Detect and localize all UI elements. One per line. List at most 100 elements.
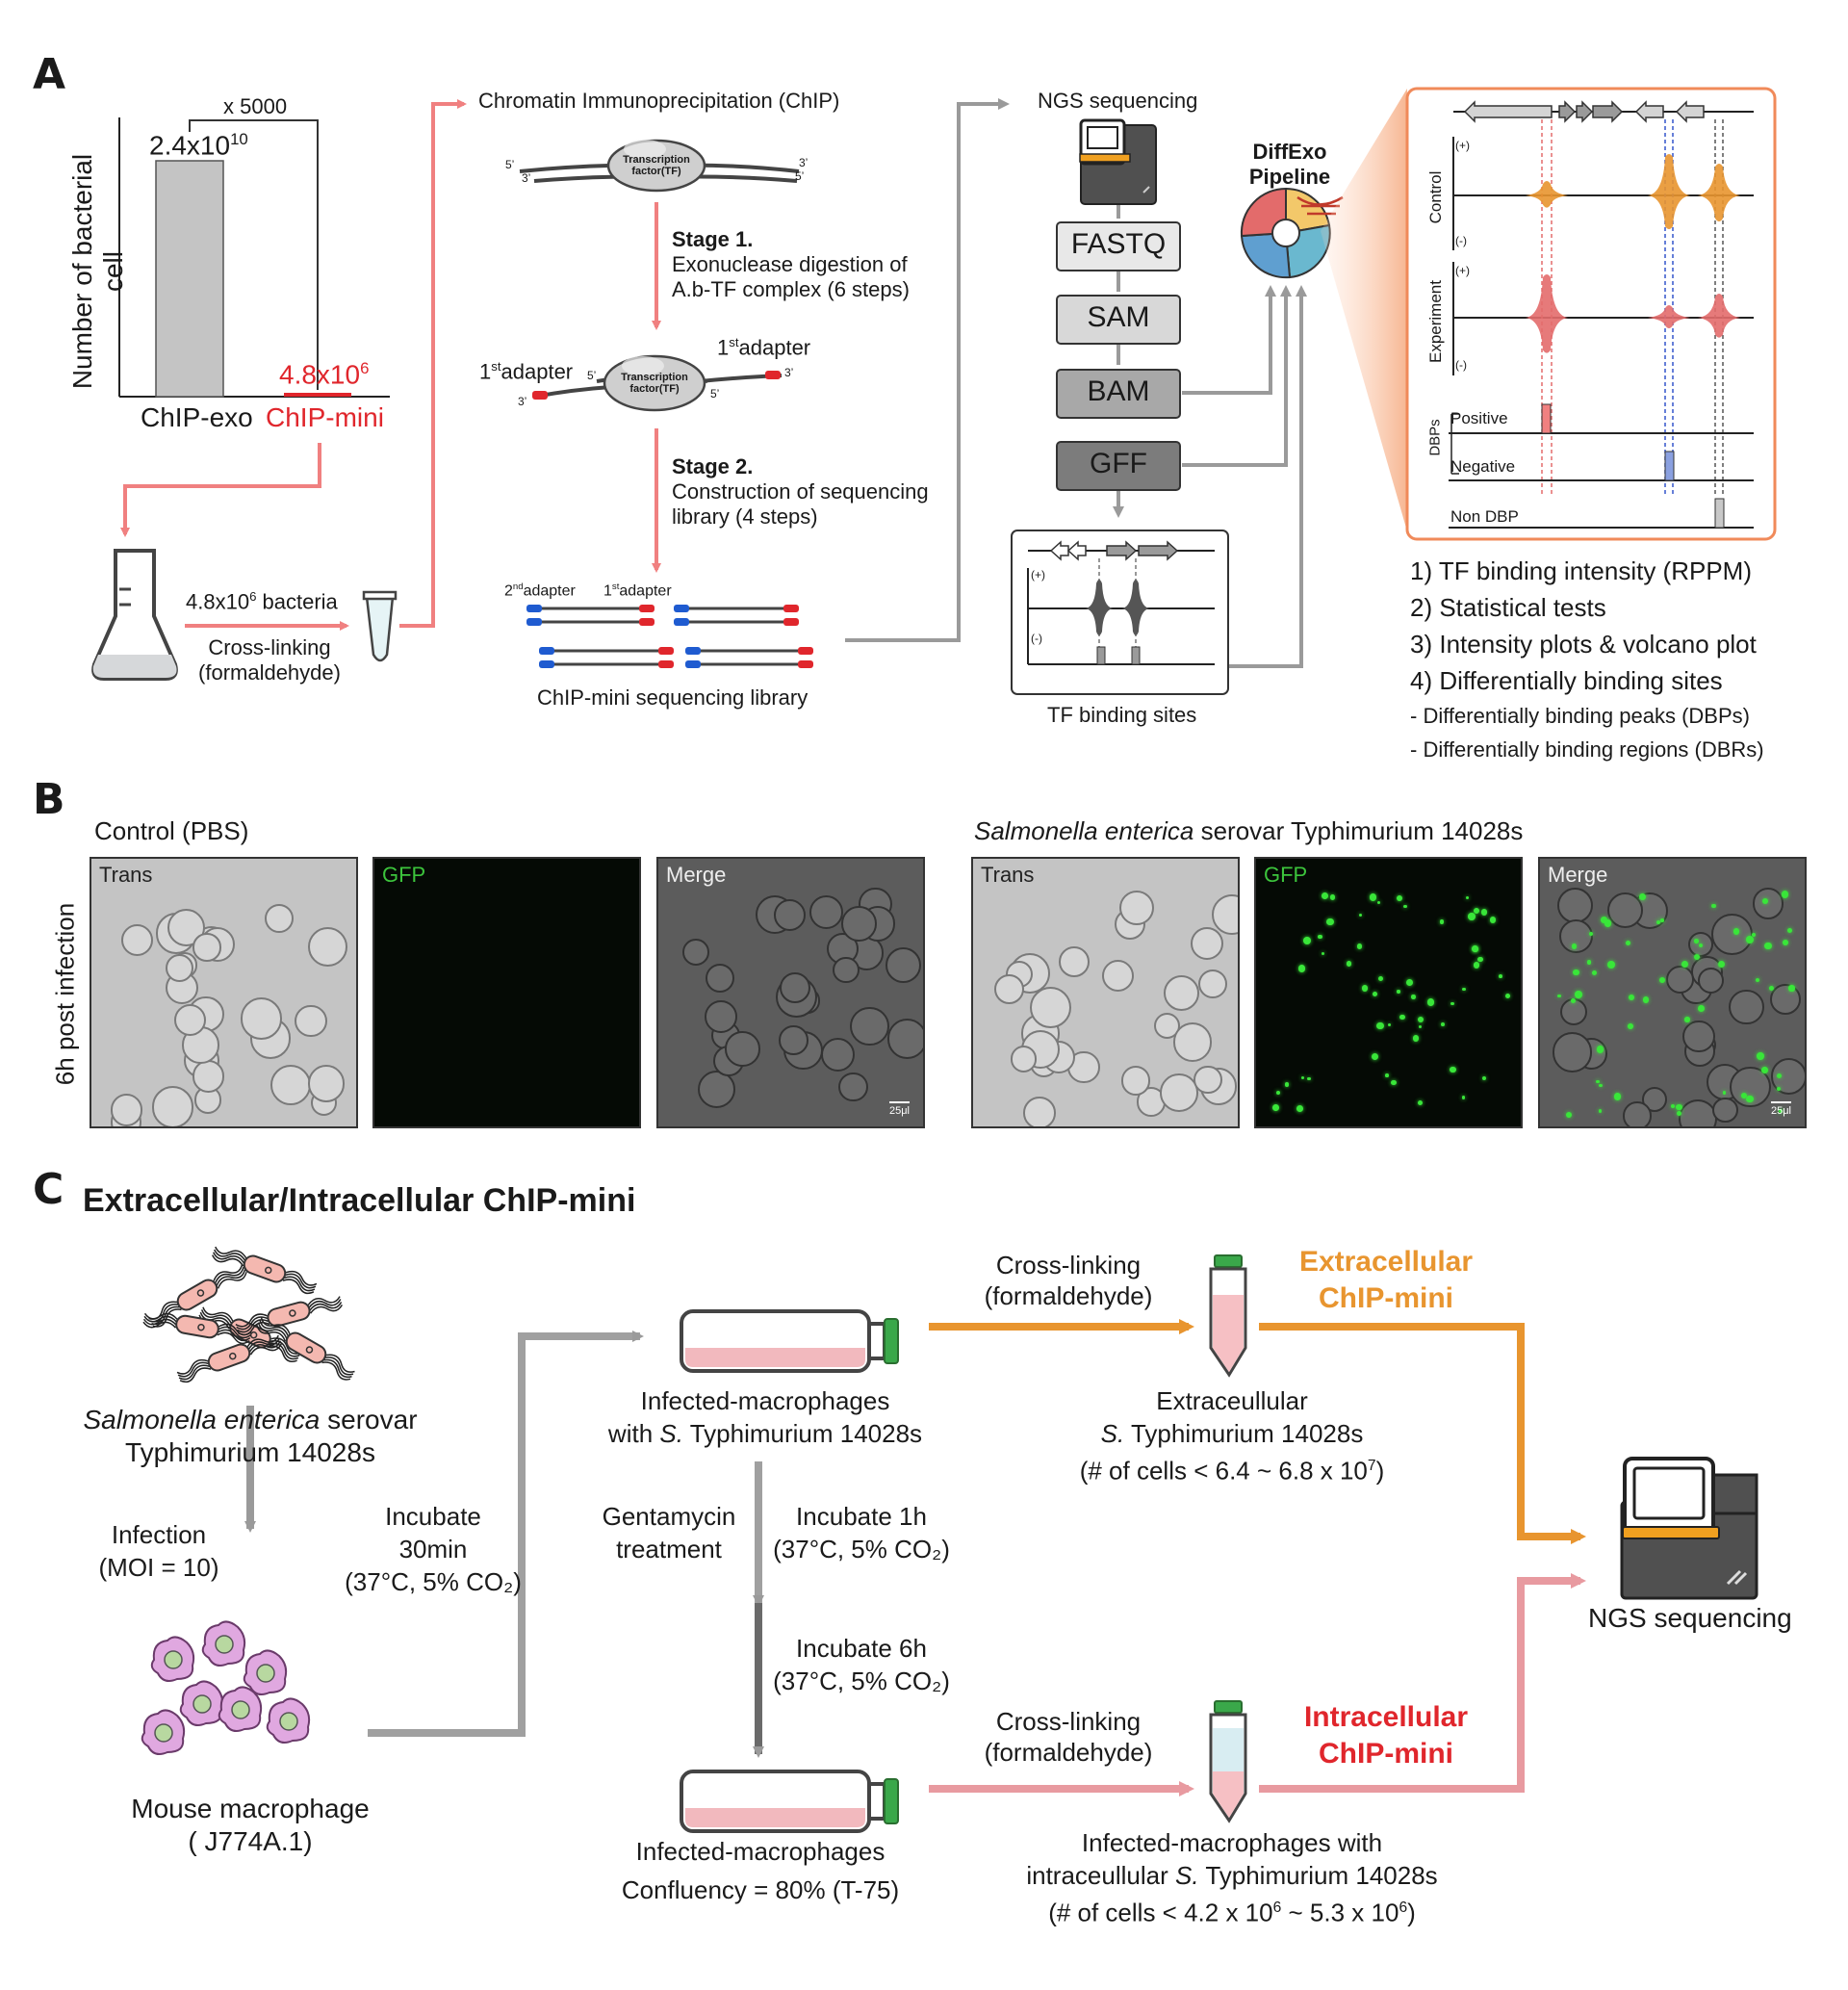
file-box-bam: BAM bbox=[1056, 369, 1181, 419]
flagellum bbox=[214, 1266, 244, 1284]
bacterium-body bbox=[285, 1331, 327, 1364]
macrophage-nucleus bbox=[164, 1650, 183, 1669]
stage2-line2: library (4 steps) bbox=[672, 504, 818, 529]
macrophage-nucleus bbox=[192, 1694, 212, 1714]
flagellum bbox=[283, 1276, 316, 1292]
adapter-1st bbox=[658, 647, 674, 655]
binding-peak bbox=[1526, 274, 1568, 353]
panel-label-c: C bbox=[33, 1165, 64, 1214]
dna-end-5-top: 5’ bbox=[505, 158, 515, 171]
bacterium bbox=[148, 1264, 247, 1328]
ngs-title-a: NGS sequencing bbox=[1038, 89, 1198, 113]
zoom-exp-minus: (-) bbox=[1455, 358, 1467, 372]
bacterium-dot bbox=[305, 1346, 314, 1354]
bar-chip-mini bbox=[284, 393, 351, 397]
adapter-label-left: 1stadapter bbox=[479, 359, 574, 384]
flagellum bbox=[236, 1316, 269, 1331]
gene-arrow bbox=[1066, 540, 1087, 561]
gene-arrow bbox=[1049, 540, 1069, 561]
dna-end-5-middle-right: 5’ bbox=[710, 387, 720, 401]
file-box-fastq: FASTQ bbox=[1056, 221, 1181, 271]
bar-chart-y-label: Number of bacterial cell bbox=[67, 153, 128, 390]
flagellum bbox=[178, 1364, 211, 1381]
grey-arrows-a bbox=[845, 98, 1307, 668]
feature-item: 3) Intensity plots & volcano plot bbox=[1410, 630, 1757, 659]
flagellum bbox=[322, 1358, 352, 1379]
flagellum bbox=[215, 1246, 247, 1259]
chip-title: Chromatin Immunoprecipitation (ChIP) bbox=[478, 89, 840, 113]
tf-sites-plus: (+) bbox=[1031, 568, 1045, 581]
flagellum bbox=[152, 1308, 182, 1328]
flagellum bbox=[325, 1354, 355, 1373]
bacterium-body bbox=[267, 1301, 311, 1328]
row-label-6h: 6h post infection bbox=[50, 902, 80, 1086]
flagellum bbox=[259, 1319, 290, 1337]
incubate6h-label: Incubate 6h(37°C, 5% CO₂) bbox=[773, 1634, 950, 1695]
panel-label-b: B bbox=[33, 775, 65, 824]
dna-end-3-top-right: 3’ bbox=[799, 156, 808, 169]
diffexo-zoom-plot bbox=[1405, 87, 1777, 541]
gene-arrow bbox=[1106, 540, 1138, 561]
flagellum bbox=[218, 1323, 252, 1336]
tf-binding-sites-plot bbox=[1011, 530, 1229, 695]
flagellum bbox=[217, 1331, 250, 1345]
stage1-title: Stage 1. bbox=[672, 227, 754, 251]
adapter-2nd bbox=[685, 647, 701, 655]
gene-arrow bbox=[1634, 100, 1664, 123]
culture-flask-bottom-icon bbox=[680, 1770, 899, 1833]
adapter-2nd bbox=[526, 605, 542, 612]
flagellum bbox=[324, 1357, 354, 1376]
flagellum bbox=[202, 1306, 234, 1322]
zoom-experiment-label: Experiment bbox=[1426, 280, 1445, 363]
adapter-2nd bbox=[685, 660, 701, 668]
flagellum bbox=[309, 1302, 343, 1311]
flagellum bbox=[151, 1305, 181, 1326]
bacteria-count-label: 4.8x106 bacteria bbox=[186, 589, 338, 614]
binding-peak bbox=[1086, 580, 1113, 635]
diffexo-feature-list: 1) TF binding intensity (RPPM) 2) Statis… bbox=[1410, 553, 1764, 766]
bacterium-dot bbox=[196, 1289, 205, 1297]
bacterium bbox=[256, 1317, 355, 1381]
panel-c-arrows bbox=[244, 1319, 1586, 1796]
zoom-negative-label: Negative bbox=[1450, 457, 1516, 476]
image-control-gfp: GFP bbox=[372, 857, 641, 1128]
bacterium bbox=[211, 1246, 318, 1295]
panel-c-title: Extracellular/Intracellular ChIP-mini bbox=[83, 1182, 636, 1219]
flagellum bbox=[248, 1340, 281, 1353]
image-infected-merge: Merge 25μl bbox=[1538, 857, 1807, 1128]
library-label: ChIP-mini sequencing library bbox=[537, 685, 808, 710]
zoom-dbps-label: DBPs bbox=[1426, 419, 1444, 456]
flagellum bbox=[257, 1322, 288, 1340]
diffexo-pie-icon bbox=[1240, 187, 1344, 279]
sequencer-icon-large bbox=[1620, 1457, 1758, 1600]
crosslinking-label-top: Cross-linking(formaldehyde) bbox=[984, 1251, 1153, 1310]
gene-arrow bbox=[1576, 100, 1594, 123]
flagellum bbox=[235, 1313, 269, 1328]
flagellum bbox=[308, 1299, 342, 1308]
stage1-line2: A.b-TF complex (6 steps) bbox=[672, 277, 910, 301]
bar-chip-mini-value: 4.8x106 bbox=[279, 359, 370, 390]
flagellum bbox=[270, 1339, 300, 1357]
bacterium bbox=[235, 1296, 344, 1336]
feature-subitem: - Differentially binding regions (DBRs) bbox=[1410, 737, 1764, 762]
negative-bar bbox=[1664, 451, 1675, 481]
salmonella-label: Salmonella enterica serovar Typhimurium … bbox=[83, 1405, 418, 1467]
stage1-line1: Exonuclease digestion of bbox=[672, 252, 908, 276]
binding-peak bbox=[1698, 164, 1740, 221]
bar-chip-exo bbox=[155, 160, 224, 398]
feature-subitem: - Differentially binding peaks (DBPs) bbox=[1410, 704, 1750, 728]
zoom-positive-label: Positive bbox=[1450, 409, 1508, 427]
flagellum bbox=[218, 1326, 251, 1339]
flagellum bbox=[214, 1249, 246, 1261]
sequencing-library bbox=[526, 605, 813, 668]
gene-arrow bbox=[1675, 100, 1705, 123]
bacterium-dot bbox=[289, 1309, 296, 1317]
flagellum bbox=[213, 1252, 245, 1264]
gene-arrow bbox=[1463, 100, 1553, 123]
bar-chip-exo-name: ChIP-exo bbox=[141, 402, 253, 432]
flagellum bbox=[321, 1361, 351, 1381]
bacterium-body bbox=[207, 1343, 251, 1372]
